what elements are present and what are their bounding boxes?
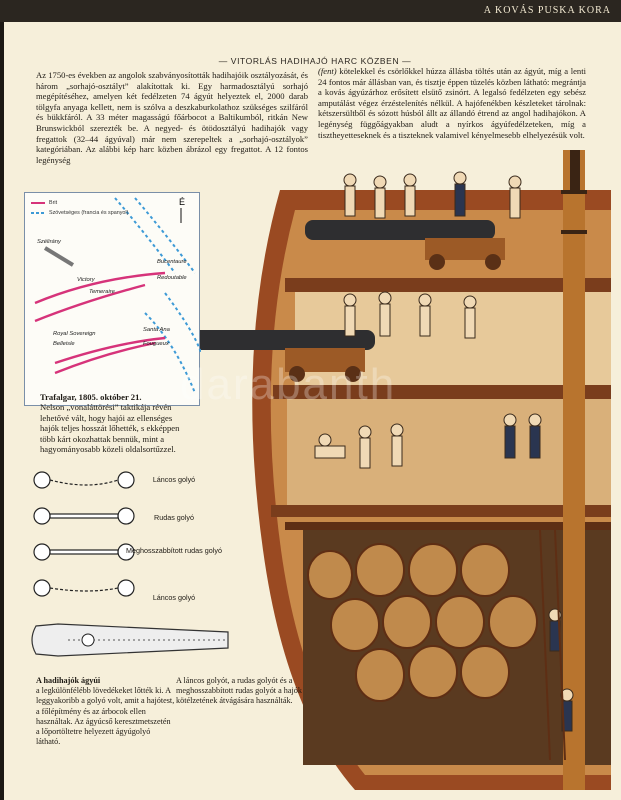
compass-letter: É — [179, 197, 185, 207]
map-label-belleisle: Belleisle — [53, 341, 75, 347]
bar-shot — [33, 507, 135, 525]
top-bar: A KOVÁS PUSKA KORA — [0, 0, 621, 22]
map-label-wind: Szélirány — [37, 239, 61, 245]
body-text-left: Az 1750-es években az angolok szabványos… — [36, 70, 308, 165]
legend-british: Brit — [49, 200, 58, 206]
shot-types-illustration — [33, 471, 135, 597]
wind-arrow — [43, 246, 75, 267]
map-label-bucentaure: Bucentaure — [157, 259, 187, 265]
gun-deck — [273, 385, 611, 399]
caption-title: Trafalgar, 1805. október 21. — [40, 392, 142, 402]
cannon-cross-section — [31, 623, 229, 657]
mast — [563, 150, 585, 790]
orlop-deck — [271, 505, 611, 517]
trafalgar-caption: Trafalgar, 1805. október 21. Nelson „von… — [40, 392, 190, 454]
body-text-right: (fent) kötelekkel és csörlőkkel húzza ál… — [318, 66, 586, 140]
running-head: A KOVÁS PUSKA KORA — [483, 5, 611, 16]
caption-text: Nelson „vonaláttörési” taktikája révén l… — [40, 402, 180, 455]
map-label-royal-sovereign: Royal Sovereign — [53, 331, 96, 337]
shot-label-bar: Rudas golyó — [154, 513, 194, 522]
lower-cannon — [175, 330, 375, 382]
map-label-santa-ana: Santa Ana — [143, 327, 170, 333]
british-lines — [34, 271, 166, 375]
shot-label-chain-1: Láncos golyó — [152, 475, 196, 484]
hold-deck — [285, 522, 611, 530]
frigate-cross-section-illustration — [175, 150, 611, 790]
crew-figures — [314, 171, 574, 732]
map-label-redoutable: Redoutable — [157, 275, 187, 281]
shot-caption: A láncos golyót, a rudas golyót és a meg… — [176, 676, 302, 706]
chain-shot-2 — [33, 579, 135, 597]
cannons-caption: A hadihajók ágyúi a legkülönfélébb löved… — [36, 676, 176, 747]
body-text-lead: (fent) — [318, 66, 337, 76]
barrels — [307, 543, 538, 702]
body-text-right-main: kötelekkel és csörlőkkel húzza állásba t… — [318, 66, 586, 140]
map-label-fougueux: Fougueux — [143, 341, 169, 347]
shot-label-extended-bar: Meghosszabbított rudas golyó — [126, 546, 222, 555]
map-label-temeraire: Temeraire — [89, 289, 115, 295]
legend-allied: Szövetséges (francia és spanyol) — [49, 210, 129, 216]
galley-stack — [570, 150, 580, 190]
left-rule — [0, 22, 4, 800]
mast-band — [561, 230, 587, 234]
shot-label-chain-2: Láncos golyó — [152, 593, 196, 602]
extended-bar-shot — [33, 543, 135, 561]
map-drawing: É — [31, 197, 201, 394]
ladders — [539, 529, 566, 761]
section-title: — VITORLÁS HADIHAJÓ HARC KÖZBEN — — [218, 56, 412, 66]
cannons-caption-title: A hadihajók ágyúi — [36, 676, 101, 685]
upper-deck — [285, 278, 611, 292]
trafalgar-map: É Brit Szövetséges (francia és spanyol) … — [24, 192, 201, 406]
upper-cannon — [305, 220, 505, 270]
allied-lines — [114, 197, 201, 394]
cannons-caption-text: a legkülönfélébb lövedékeket lőtték ki. … — [36, 686, 175, 747]
cannonball — [81, 633, 95, 647]
map-label-victory: Victory — [77, 277, 95, 283]
chain-shot-1 — [33, 471, 135, 489]
mast-band — [561, 190, 587, 194]
